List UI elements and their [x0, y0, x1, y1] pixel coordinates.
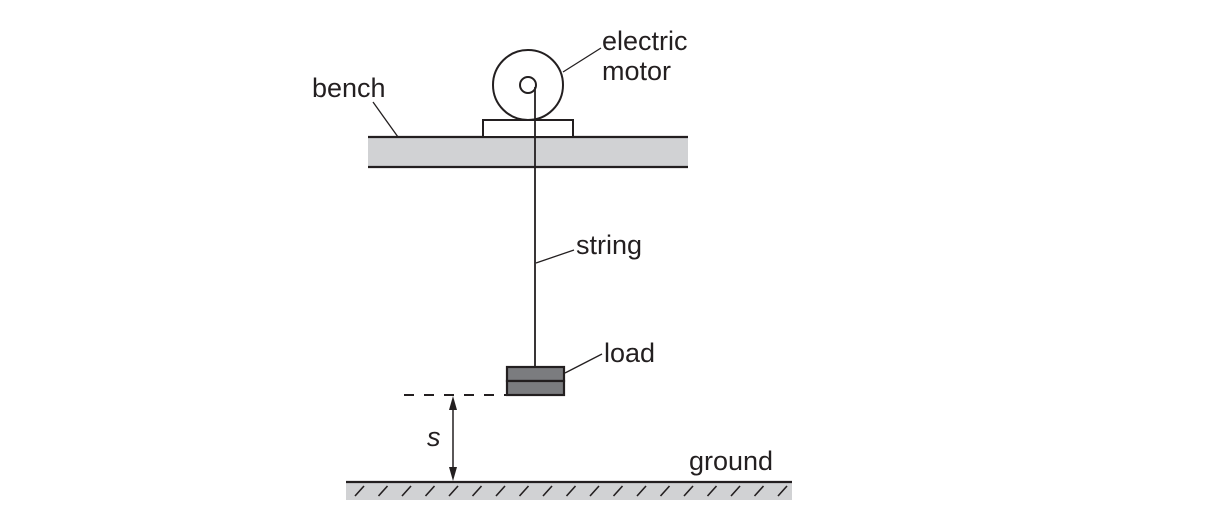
ground-hatch-mark: [753, 485, 765, 497]
motor-axle: [519, 76, 537, 94]
ground-hatch-mark: [636, 485, 647, 497]
electric-motor-label-line1: electric: [602, 26, 688, 56]
ground-hatch-mark: [424, 485, 436, 497]
load-upper-block: [505, 365, 566, 383]
ground-fill: [346, 482, 792, 500]
ground-hatch-mark: [448, 485, 459, 497]
distance-arrow: [449, 396, 457, 481]
bench-label: bench: [312, 73, 386, 103]
ground-hatch-mark: [612, 485, 624, 497]
ground-hatch-mark: [542, 485, 553, 497]
electric-motor: [492, 49, 564, 121]
bench-body: [368, 137, 688, 167]
distance-label: s: [427, 422, 441, 452]
load-label: load: [604, 338, 655, 368]
ground-hatch-mark: [401, 485, 412, 497]
ground-hatching: [354, 485, 788, 497]
ground-hatch-mark: [471, 485, 483, 497]
load-lower-block: [505, 379, 566, 397]
ground-hatch-mark: [495, 485, 506, 497]
load-leader-line: [564, 353, 603, 374]
ground-hatch-mark: [659, 485, 671, 497]
arrowhead-up-icon: [449, 396, 457, 410]
electric-motor-label-line2: motor: [602, 56, 671, 86]
ground-hatch-mark: [565, 485, 577, 497]
ground-hatch-mark: [518, 485, 530, 497]
ground-label: ground: [689, 446, 773, 476]
bench: [368, 135, 688, 169]
string-leader-line: [535, 249, 575, 264]
ground-hatch-mark: [730, 485, 741, 497]
ground-hatch-mark: [354, 485, 365, 497]
load: [505, 365, 566, 397]
arrowhead-down-icon: [449, 467, 457, 481]
motor-leader-line: [562, 47, 602, 73]
motor-base: [482, 119, 574, 138]
ground-hatch-mark: [777, 485, 788, 497]
ground: [346, 480, 792, 500]
ground-hatch-mark: [377, 485, 389, 497]
ground-hatch-mark: [706, 485, 718, 497]
ground-hatch-mark: [589, 485, 600, 497]
string-label: string: [576, 230, 642, 260]
ground-hatch-mark: [683, 485, 694, 497]
bench-leader-line: [372, 101, 399, 138]
